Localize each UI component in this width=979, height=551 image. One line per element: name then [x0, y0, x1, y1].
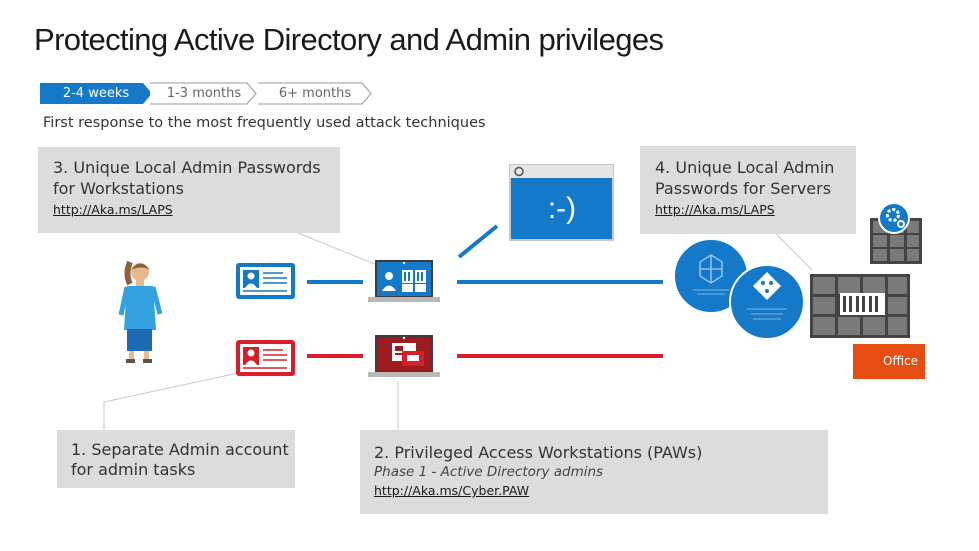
- card-separate-admin-title: 1. Separate Admin account for admin task…: [71, 440, 289, 479]
- blue-id-card-icon: [236, 263, 295, 299]
- timeline-step-1: 2-4 weeks: [40, 83, 152, 104]
- card-laps-workstations: 3. Unique Local Admin Passwords for Work…: [38, 147, 340, 233]
- console-window-icon: [509, 164, 614, 241]
- card-paw: 2. Privileged Access Workstations (PAWs)…: [360, 430, 828, 514]
- blue-link-laptop-to-console: [457, 224, 499, 259]
- timeline-chevron-outlines: [150, 82, 372, 105]
- card-laps-servers: 4. Unique Local Admin Passwords for Serv…: [640, 146, 856, 234]
- connector-card3: [297, 232, 383, 268]
- connector-card1: [103, 369, 253, 430]
- server-rack-main-icon: [810, 274, 910, 338]
- page-title: Protecting Active Directory and Admin pr…: [34, 22, 664, 57]
- card-laps-workstations-title: 3. Unique Local Admin Passwords for Work…: [53, 158, 321, 198]
- card-laps-servers-title: 4. Unique Local Admin Passwords for Serv…: [655, 158, 835, 198]
- office-badge: Office: [853, 344, 925, 379]
- red-id-card-icon: [236, 340, 295, 376]
- timeline-step-2: 1-3 months: [150, 83, 258, 104]
- gear-icon: [878, 202, 910, 234]
- active-directory-icon: [673, 238, 749, 314]
- chevron-outline-2: [150, 82, 257, 105]
- card-paw-title: 2. Privileged Access Workstations (PAWs): [374, 443, 703, 462]
- federation-services-icon: [729, 264, 805, 340]
- page-subtitle: First response to the most frequently us…: [43, 115, 486, 131]
- card-laps-servers-link[interactable]: http://Aka.ms/LAPS: [655, 202, 775, 217]
- paw-laptop-icon: [368, 335, 440, 377]
- admin-person-icon: [118, 260, 163, 363]
- connector-card4: [775, 233, 813, 271]
- console-smiley-text: :-): [548, 192, 576, 225]
- timeline-step-3: 6+ months: [258, 83, 372, 104]
- connector-lines: [103, 232, 813, 430]
- card-laps-workstations-link[interactable]: http://Aka.ms/LAPS: [53, 202, 173, 217]
- card-paw-link[interactable]: http://Aka.ms/Cyber.PAW: [374, 483, 530, 498]
- card-separate-admin: 1. Separate Admin account for admin task…: [57, 430, 295, 488]
- chevron-outline-3: [258, 82, 372, 105]
- card-paw-subtitle: Phase 1 - Active Directory admins: [374, 464, 604, 480]
- office-label: Office: [883, 354, 919, 368]
- workstation-laptop-icon: [368, 260, 440, 302]
